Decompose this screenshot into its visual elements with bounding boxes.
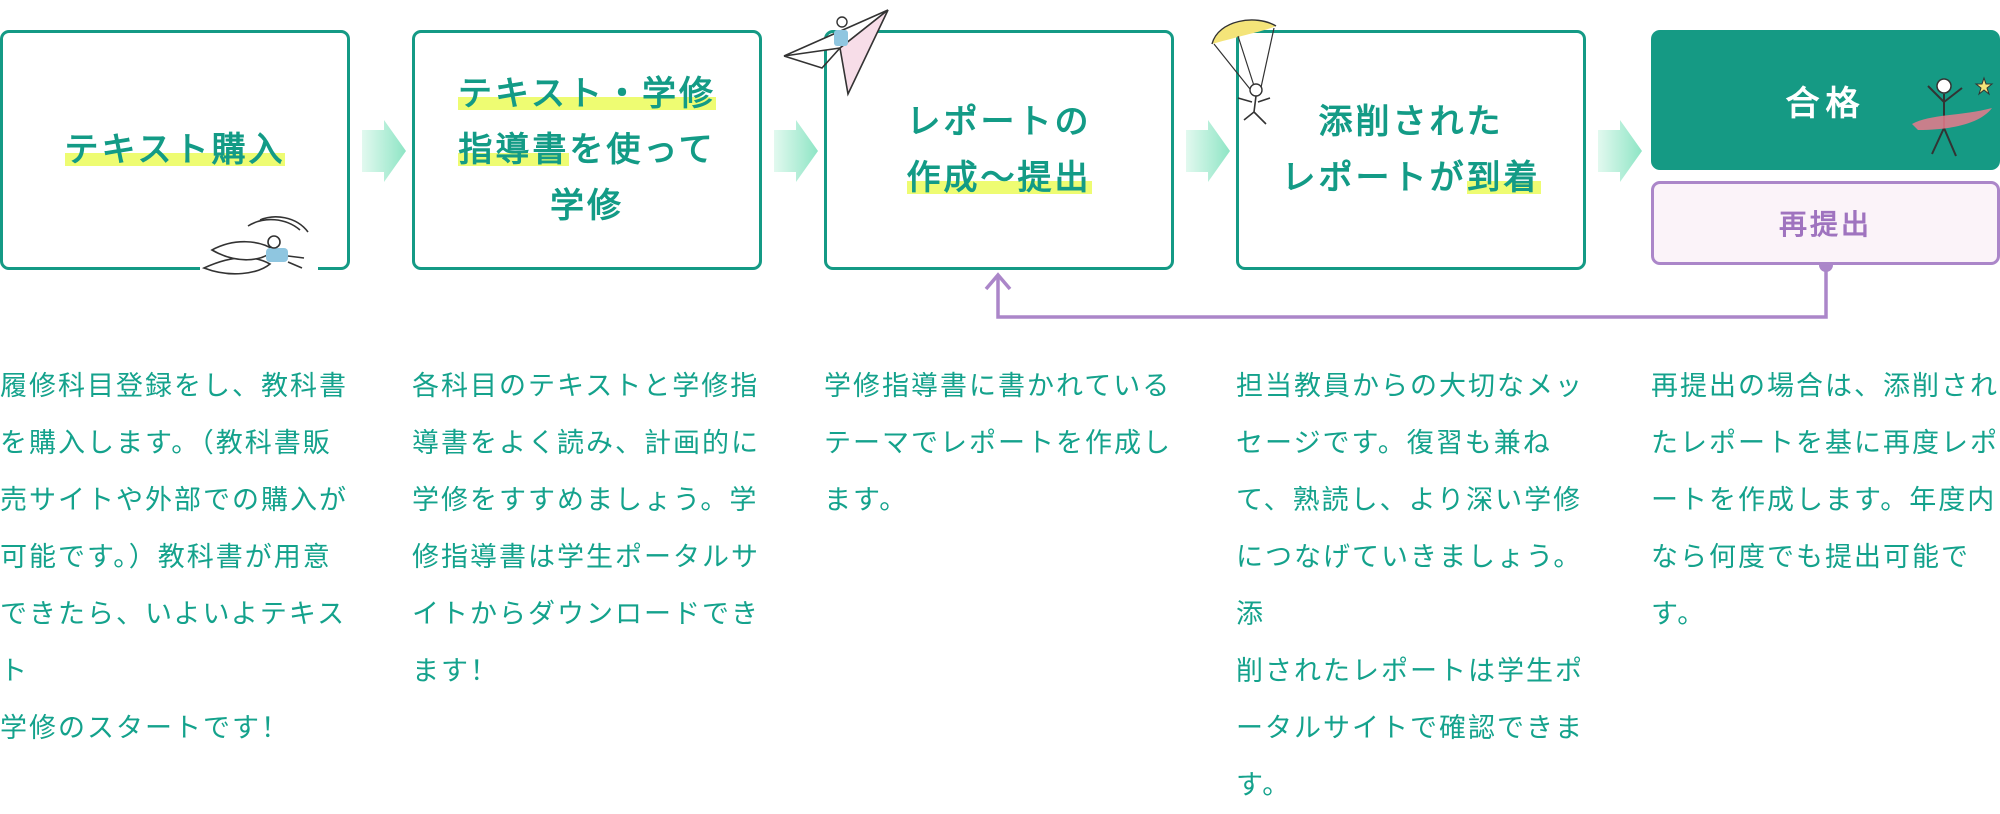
highlighted-text: テキスト購入 xyxy=(64,130,286,170)
step-title-line: 作成〜提出 xyxy=(906,150,1092,206)
step-title-line: 添削された xyxy=(1282,94,1541,150)
step-title-2: テキスト・学修指導書を使って学修 xyxy=(458,66,716,234)
step-title-4: 添削されたレポートが到着 xyxy=(1282,94,1541,206)
title-text: レポートの xyxy=(906,102,1092,142)
book-reader-illustration xyxy=(200,216,318,288)
step-box-1: テキスト購入 xyxy=(0,30,350,270)
highlighted-text: 作成〜提出 xyxy=(906,158,1092,198)
runner-finish-illustration xyxy=(1912,76,1994,157)
step-title-line: テキスト・学修 xyxy=(458,66,716,122)
step-box-4: 添削されたレポートが到着 xyxy=(1236,30,1586,270)
title-text: 学修 xyxy=(549,186,624,226)
resubmit-label: 再提出 xyxy=(1778,208,1872,241)
title-text: レポートが xyxy=(1281,158,1467,198)
title-text: 添削された xyxy=(1318,102,1504,142)
pass-label: 合格 xyxy=(1785,83,1866,124)
resubmit-box: 再提出 xyxy=(1651,181,2000,265)
step-title-line: テキスト購入 xyxy=(64,122,286,178)
title-text: を使って xyxy=(569,130,716,170)
pass-box: 合格 xyxy=(1651,30,2000,170)
step-box-3: レポートの作成〜提出 xyxy=(824,30,1174,270)
step-arrow-2 xyxy=(774,120,818,182)
step-arrow-4 xyxy=(1598,120,1642,182)
step-description-2: 各科目のテキストと学修指 導書をよく読み、計画的に 学修をすすめましょう。学 修… xyxy=(412,371,760,687)
step-title-3: レポートの作成〜提出 xyxy=(906,94,1092,206)
highlighted-text: テキスト・学修 xyxy=(458,74,716,114)
resubmit-loop-arrow xyxy=(984,262,1833,319)
step-box-2: テキスト・学修指導書を使って学修 xyxy=(412,30,762,270)
highlighted-text: 指導書 xyxy=(458,130,570,170)
step-arrow-3 xyxy=(1186,120,1230,182)
step-description-4: 担当教員からの大切なメッ セージです。復習も兼ね て、熟読し、より深い学修 につ… xyxy=(1236,371,1584,801)
highlighted-text: 到着 xyxy=(1466,158,1541,198)
step-description-3: 学修指導書に書かれている テーマでレポートを作成し ます。 xyxy=(824,371,1172,516)
step-title-line: レポートの xyxy=(907,94,1092,150)
paper-plane-illustration xyxy=(783,9,889,97)
step-description-1: 履修科目登録をし、教科書 を購入します。（教科書販 売サイトや外部での購入が 可… xyxy=(0,371,348,744)
step-description-5: 再提出の場合は、添削され たレポートを基に再度レポ ートを作成します。年度内 な… xyxy=(1651,371,1999,630)
step-title-line: 学修 xyxy=(458,178,716,234)
step-title-1: テキスト購入 xyxy=(64,122,286,178)
step-title-line: レポートが到着 xyxy=(1282,150,1541,206)
parachute-illustration xyxy=(1211,19,1277,125)
step-arrow-1 xyxy=(362,120,406,182)
step-title-line: 指導書を使って xyxy=(458,122,716,178)
